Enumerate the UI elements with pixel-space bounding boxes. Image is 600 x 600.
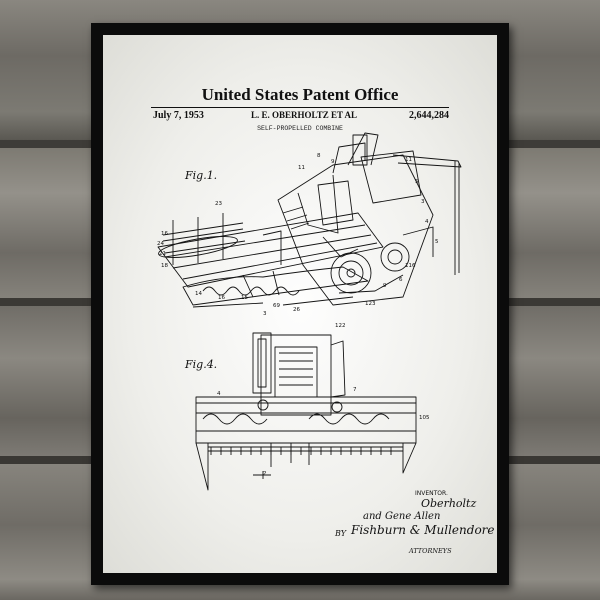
svg-text:16: 16 <box>161 231 168 237</box>
svg-text:116: 116 <box>405 263 416 269</box>
svg-text:3: 3 <box>421 199 425 205</box>
co-inventor-signature: and Gene Allen <box>363 511 441 522</box>
svg-text:9: 9 <box>331 159 335 165</box>
svg-text:23: 23 <box>215 201 222 207</box>
patent-number: 2,644,284 <box>409 110 449 121</box>
svg-text:16: 16 <box>218 295 225 301</box>
fig4-label: Fig.4. <box>185 358 218 371</box>
svg-text:18: 18 <box>161 263 168 269</box>
attorney-signature: Fishburn & Mullendore <box>351 523 495 537</box>
combine-drawing: 9 8 11 11 5 3 4 5 23 16 24 21 18 14 16 1… <box>157 132 462 491</box>
svg-text:21: 21 <box>159 251 166 257</box>
inventor-label: INVENTOR. <box>415 490 448 497</box>
patent-print: United States Patent Office July 7, 1953… <box>103 35 497 573</box>
patent-date: July 7, 1953 <box>153 110 204 121</box>
svg-text:9: 9 <box>383 283 387 289</box>
inventor-signature: Oberholtz <box>421 497 477 510</box>
attorneys-label: ATTORNEYS <box>409 547 452 555</box>
svg-text:8: 8 <box>317 153 321 159</box>
svg-text:11: 11 <box>405 157 412 163</box>
patent-office-title: United States Patent Office <box>201 85 399 104</box>
svg-text:2: 2 <box>263 471 267 477</box>
by-label: BY <box>335 529 347 538</box>
inventor-line: L. E. OBERHOLTZ ET AL <box>251 110 358 120</box>
header-rule <box>151 107 449 109</box>
svg-text:4: 4 <box>217 391 221 397</box>
svg-text:123: 123 <box>365 301 376 307</box>
svg-text:4: 4 <box>425 219 429 225</box>
svg-text:69: 69 <box>273 303 280 309</box>
svg-text:5: 5 <box>415 179 419 185</box>
svg-text:5: 5 <box>435 239 439 245</box>
svg-text:7: 7 <box>353 387 357 393</box>
svg-text:14: 14 <box>195 291 202 297</box>
svg-text:26: 26 <box>293 307 300 313</box>
patent-subtitle: SELF-PROPELLED COMBINE <box>257 125 343 132</box>
svg-text:15: 15 <box>241 295 248 301</box>
svg-text:6: 6 <box>399 277 403 283</box>
svg-text:105: 105 <box>419 415 430 421</box>
svg-text:3: 3 <box>263 311 267 317</box>
svg-text:122: 122 <box>335 323 346 329</box>
svg-text:24: 24 <box>157 241 164 247</box>
fig1-label: Fig.1. <box>185 169 218 182</box>
picture-frame: United States Patent Office July 7, 1953… <box>91 23 509 585</box>
svg-text:11: 11 <box>298 165 305 171</box>
